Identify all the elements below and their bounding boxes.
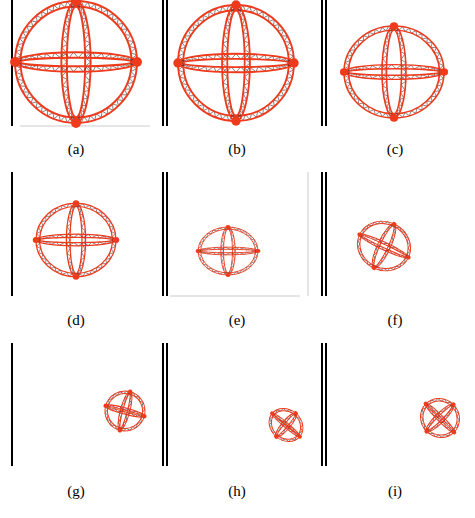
wireframe-sphere — [346, 210, 421, 282]
panel-label: (b) — [228, 141, 246, 158]
wireframe-sphere — [10, 0, 142, 128]
panel-label: (h) — [228, 483, 246, 500]
wireframe-sphere — [196, 225, 261, 277]
wireframe-sphere — [409, 387, 470, 448]
wireframe-sphere-group — [10, 0, 471, 451]
frame-border — [12, 0, 326, 466]
panel-label: (g) — [67, 483, 85, 500]
panel-label: (c) — [387, 141, 404, 158]
panel-label: (i) — [388, 483, 402, 500]
wireframe-sphere — [340, 22, 448, 121]
frame-border — [20, 126, 308, 296]
wireframe-sphere — [98, 384, 153, 439]
panel-label: (d) — [67, 312, 85, 329]
panel-label: (a) — [68, 141, 85, 158]
panel-label: (e) — [229, 312, 246, 329]
wireframe-sphere — [33, 200, 119, 280]
panel-label: (f) — [388, 312, 403, 329]
wireframe-sphere — [259, 399, 312, 451]
wireframe-sphere — [173, 0, 298, 125]
